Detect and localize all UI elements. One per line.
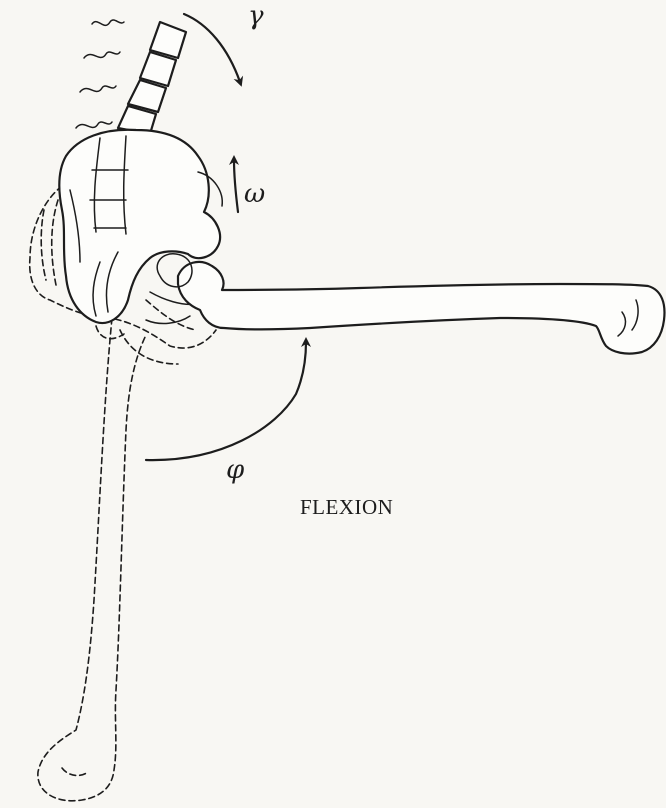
phi-label: φ — [226, 455, 245, 485]
phi-flexion-arrow — [146, 342, 306, 460]
femur-initial-position-dashed — [38, 318, 146, 801]
gamma-rotation-arrow — [184, 14, 240, 82]
soft-tissue-wavy-lines — [76, 20, 124, 128]
femur-flexed — [157, 254, 664, 354]
omega-label: ω — [244, 179, 265, 209]
flexion-caption: FLEXION — [300, 495, 393, 519]
gamma-label: γ — [248, 1, 264, 31]
omega-rotation-arrow — [234, 160, 238, 212]
